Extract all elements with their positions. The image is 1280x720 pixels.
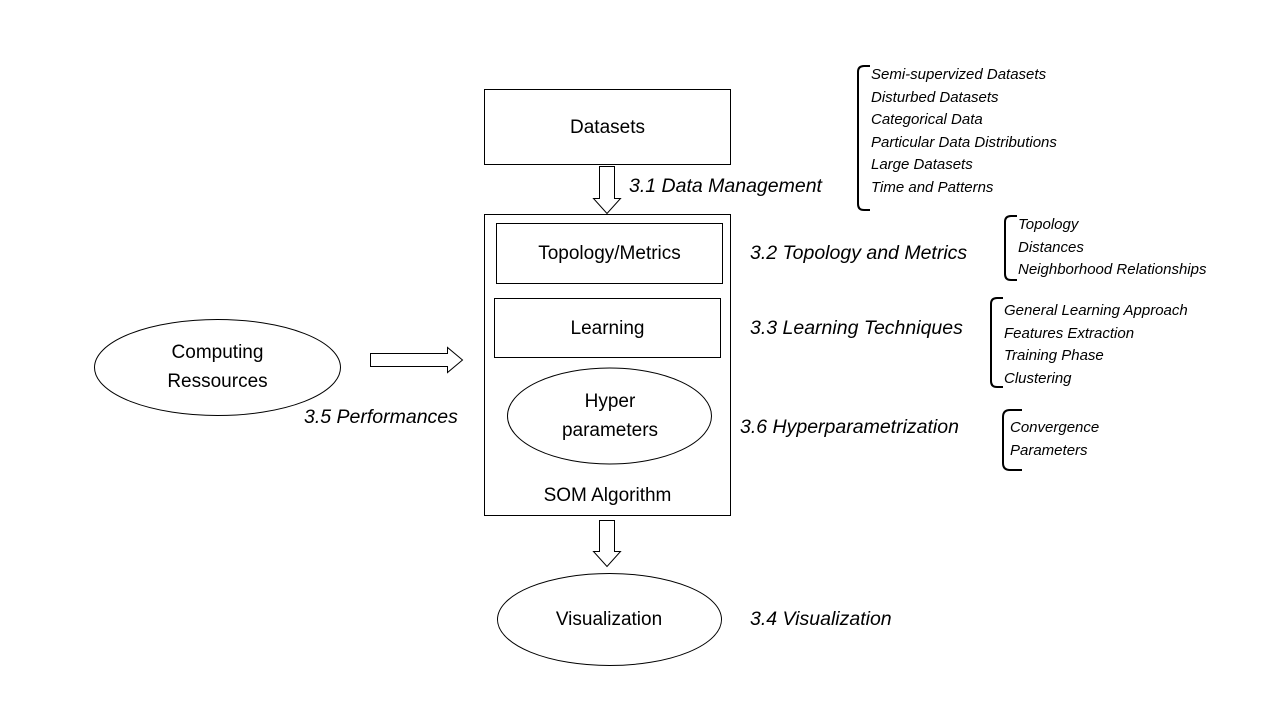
list-item: Topology [1018,216,1079,233]
arrow-som-to-visualization [592,520,622,568]
list-data-management: Semi-supervized Datasets Disturbed Datas… [871,64,1057,199]
list-item: General Learning Approach [1004,302,1188,319]
computing-resources-label: Computing Ressources [167,342,268,392]
list-item: Categorical Data [871,111,983,128]
bracket-topology-metrics [1004,215,1017,281]
som-algorithm-label: SOM Algorithm [543,484,672,506]
computing-resources-ellipse [94,319,341,416]
datasets-box [484,89,731,165]
list-item: Semi-supervized Datasets [871,66,1047,83]
topology-metrics-label: Topology/Metrics [538,243,681,264]
list-topology-and-metrics: Topology Distances Neighborhood Relation… [1018,214,1206,282]
list-item: Particular Data Distributions [871,133,1057,151]
list-item: Distances [1018,238,1084,256]
list-item: Training Phase [1004,347,1104,364]
list-hyperparametrization: Convergence Parameters [1010,417,1099,462]
list-item: Features Extraction [1004,324,1135,342]
section-learning-techniques: 3.3 Learning Techniques [750,317,963,339]
section-visualization: 3.4 Visualization [750,608,892,630]
list-learning-techniques: General Learning Approach Features Extra… [1004,300,1188,390]
bracket-learning-techniques [990,297,1003,388]
list-item: Disturbed Datasets [871,88,999,106]
list-item: Time and Patterns [871,178,994,196]
bracket-hyperparametrization [1002,409,1022,471]
hyper-parameters-label: Hyper parameters [561,391,659,441]
list-item: Parameters [1010,441,1088,459]
arrow-datasets-to-som [592,166,622,215]
topology-metrics-box [496,223,723,284]
list-item: Clustering [1004,369,1072,387]
datasets-label: Datasets [570,116,645,138]
section-hyperparametrization: 3.6 Hyperparametrization [740,416,959,438]
list-item: Convergence [1010,419,1100,436]
learning-box [494,298,721,358]
hyper-parameters-ellipse [507,367,712,465]
bracket-data-management [857,65,870,211]
visualization-label: Visualization [555,608,663,630]
section-topology-and-metrics: 3.2 Topology and Metrics [750,242,968,264]
visualization-ellipse [497,573,722,666]
section-data-management: 3.1 Data Management [629,175,822,197]
arrow-computing-to-som [370,346,464,374]
list-item: Large Datasets [871,156,973,173]
list-item: Neighborhood Relationships [1018,261,1207,278]
section-performances: 3.5 Performances [304,406,458,428]
learning-label: Learning [570,317,645,339]
